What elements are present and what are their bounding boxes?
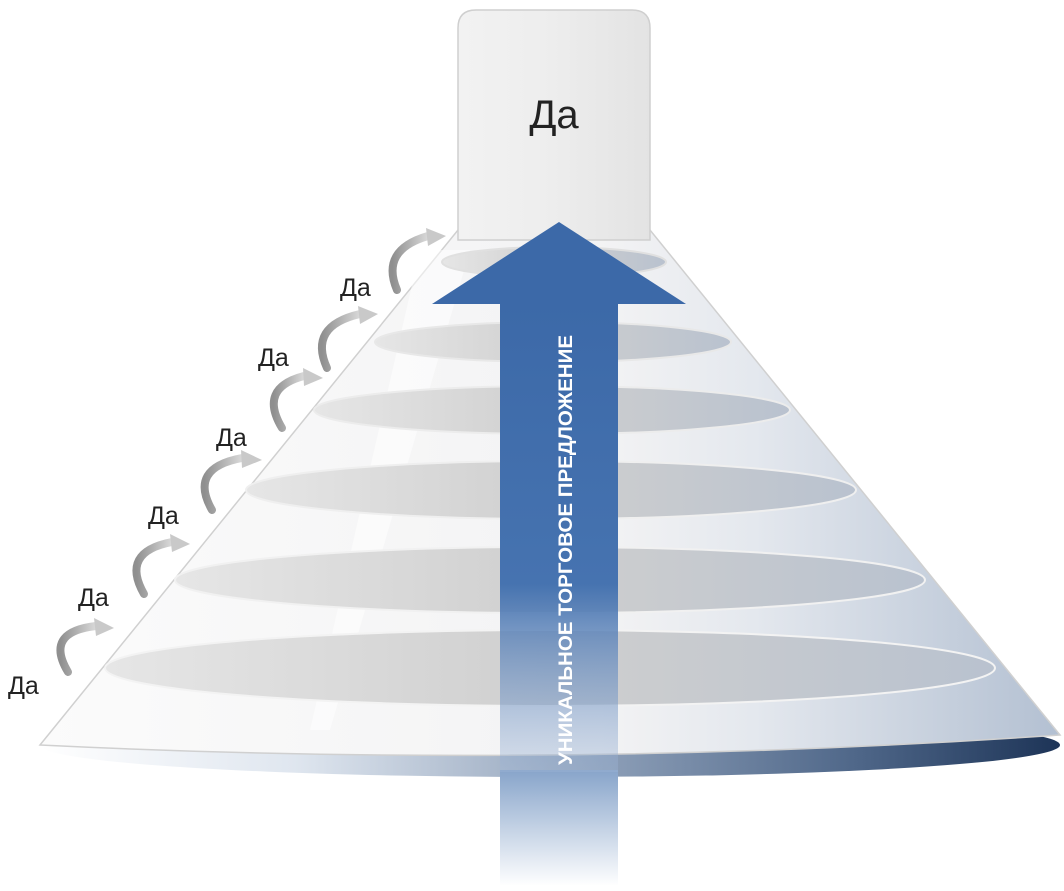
side-step-2: Да [258, 306, 378, 372]
curved-arrow-icon [200, 454, 246, 514]
side-label: Да [148, 502, 179, 530]
curved-arrow-icon [317, 310, 364, 372]
top-label: Да [529, 93, 579, 137]
curved-arrow-icon [388, 232, 432, 294]
side-step-6: Да [8, 618, 114, 700]
curved-arrow-head [358, 306, 378, 324]
funnel-neck [457, 9, 651, 241]
curved-arrow-icon [132, 538, 176, 598]
arrow-label: УНИКАЛЬНОЕ ТОРГОВОЕ ПРЕДЛОЖЕНИЕ [556, 335, 577, 765]
curved-arrow-head [241, 450, 262, 468]
curved-arrow-head [426, 228, 446, 246]
curved-arrow-icon [269, 372, 308, 432]
curved-arrow-head [170, 534, 190, 552]
side-step-1: Да [340, 228, 446, 302]
side-label: Да [8, 672, 39, 700]
curved-arrow-head [94, 618, 114, 636]
side-step-4: Да [148, 450, 262, 530]
side-step-5: Да [78, 534, 190, 612]
side-label: Да [216, 424, 247, 452]
curved-arrow-icon [56, 622, 100, 676]
side-label: Да [78, 584, 109, 612]
side-step-3: Да [216, 368, 323, 452]
curved-arrow-head [303, 368, 323, 386]
arrow-stem [500, 302, 618, 772]
side-label: Да [258, 344, 289, 372]
arrow-head [432, 222, 686, 304]
side-label: Да [340, 274, 371, 302]
arrow-tail [500, 770, 618, 886]
